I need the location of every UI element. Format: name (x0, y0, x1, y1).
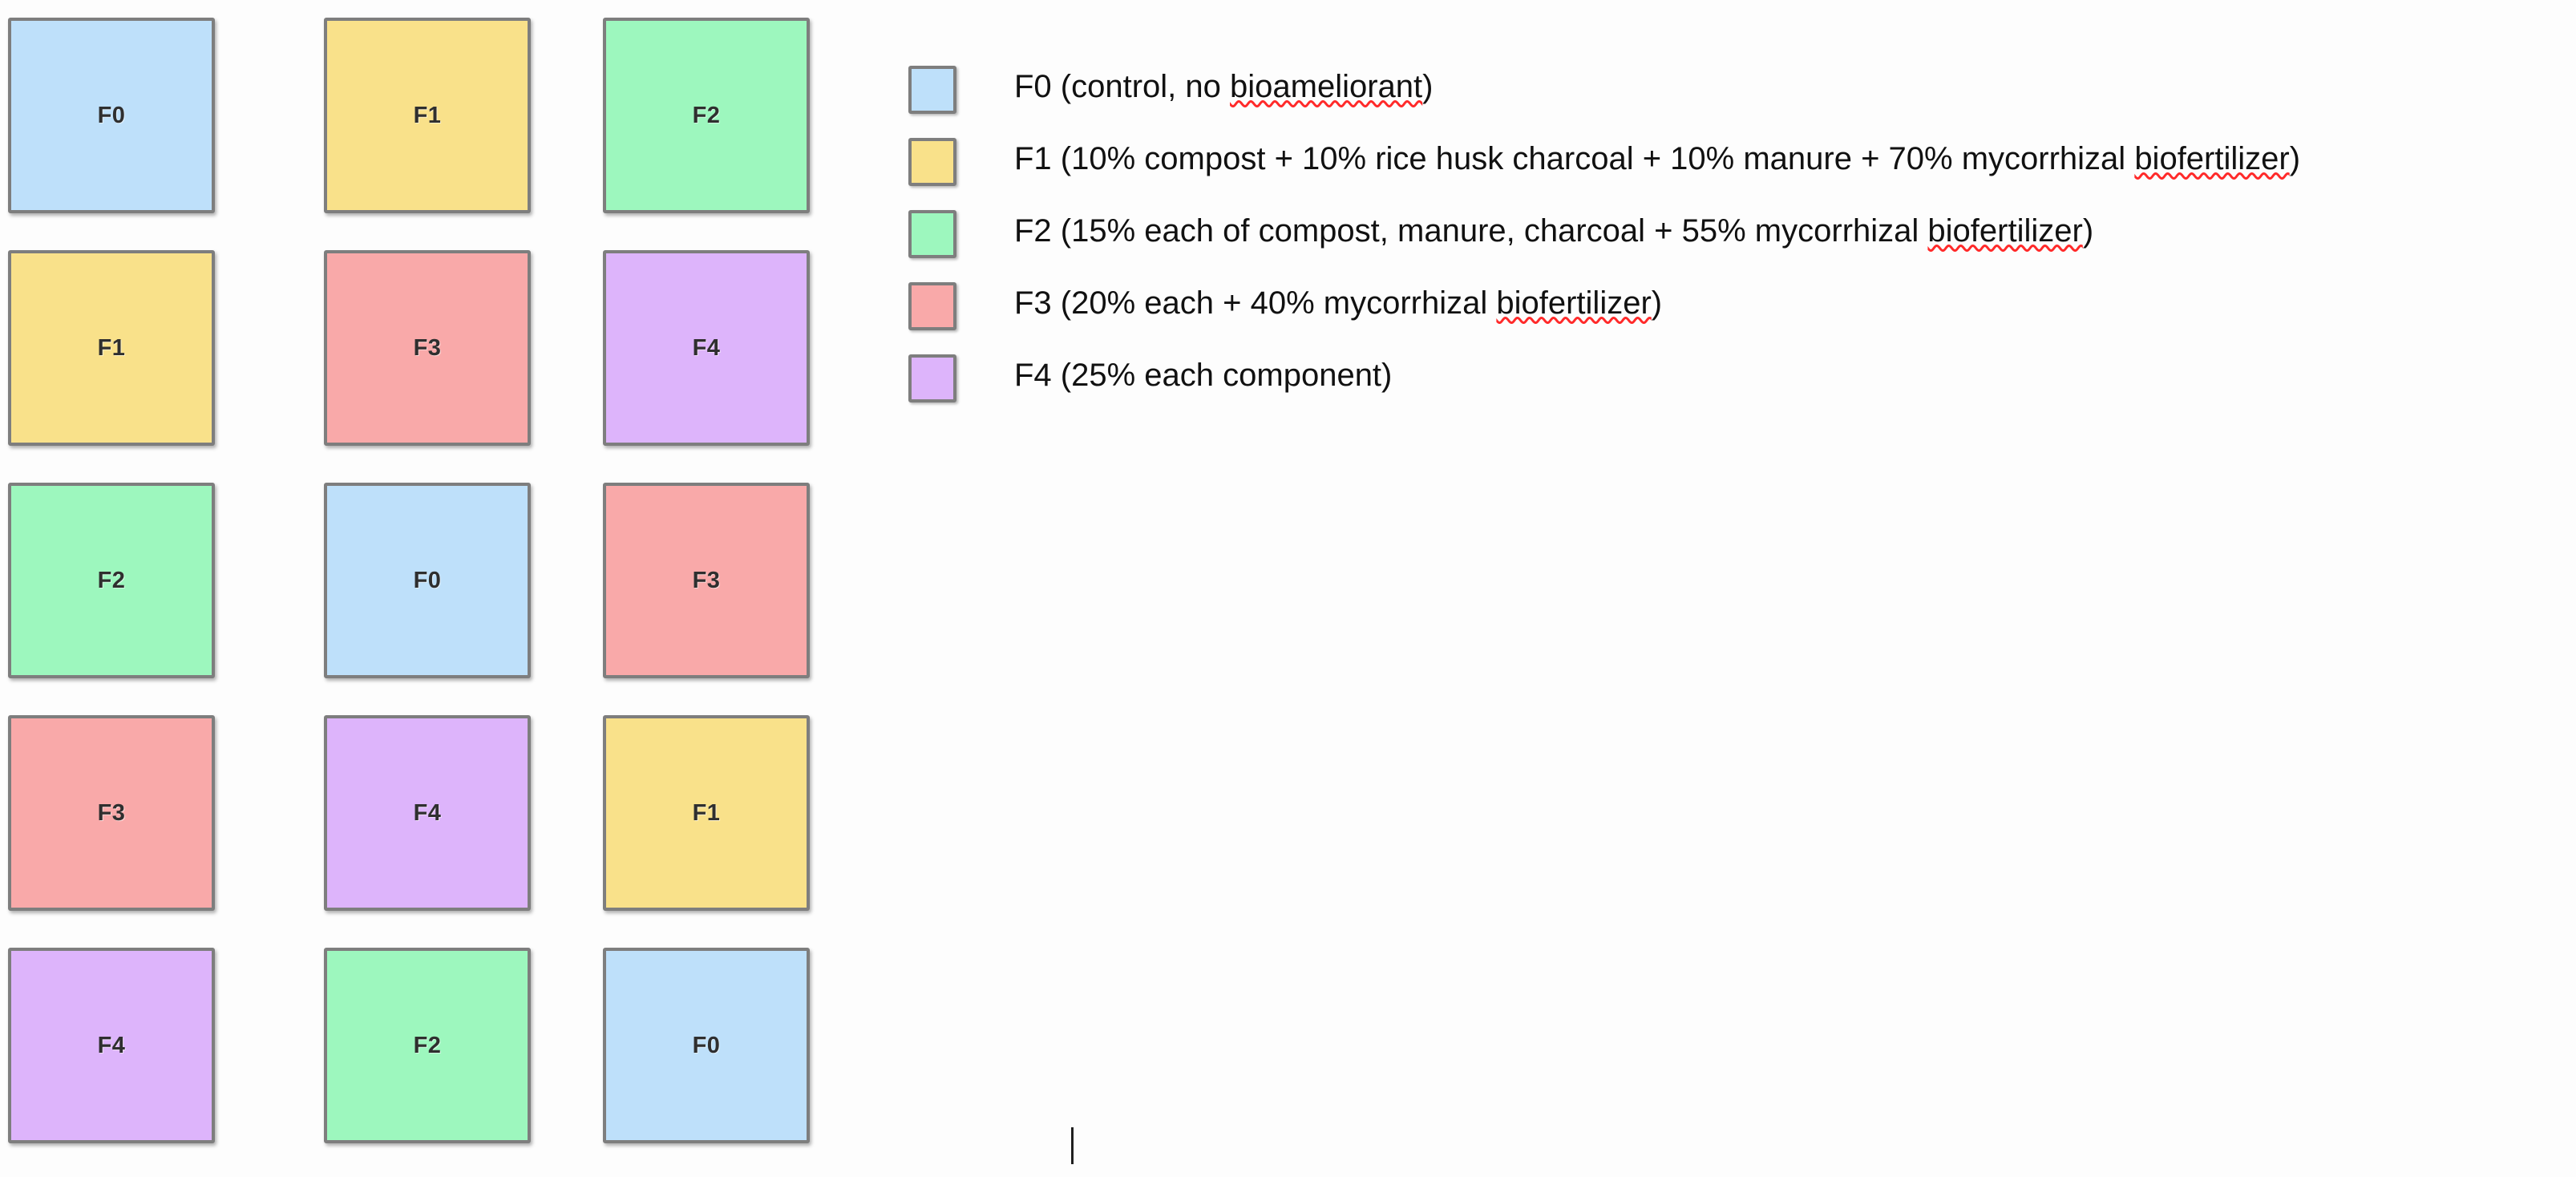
spellcheck-flagged-word[interactable]: biofertilizer (1496, 285, 1652, 321)
legend-label-f4: F4 (25% each component) (1014, 351, 1392, 399)
legend-label-f3: F3 (20% each + 40% mycorrhizal biofertil… (1014, 279, 1662, 327)
plot-cell-f2-r1c3: F2 (603, 18, 810, 213)
plot-cell-label: F0 (692, 1032, 721, 1058)
plot-cell-f2-r5c2: F2 (324, 948, 531, 1143)
plot-cell-label: F3 (413, 334, 442, 361)
plot-cell-label: F4 (692, 334, 721, 361)
plot-cell-f0-r5c3: F0 (603, 948, 810, 1143)
spellcheck-flagged-word[interactable]: biofertilizer (2134, 141, 2290, 176)
plot-cell-f1-r2c1: F1 (8, 250, 215, 446)
legend-label-f0: F0 (control, no bioameliorant) (1014, 63, 1433, 111)
legend-text-segment: F3 (20% each + 40% mycorrhizal (1014, 285, 1497, 321)
legend-text-segment: F4 (25% each component) (1014, 358, 1393, 393)
spellcheck-flagged-word[interactable]: bioameliorant (1230, 69, 1423, 104)
legend-text-segment: ) (2082, 213, 2094, 249)
plot-cell-f2-r3c1: F2 (8, 483, 215, 678)
legend-text-segment: ) (2289, 141, 2301, 176)
legend-swatch-f2 (908, 210, 956, 258)
legend-text-segment: ) (1651, 285, 1663, 321)
legend-row-f0: F0 (control, no bioameliorant) (908, 56, 2512, 128)
legend-row-f4: F4 (25% each component) (908, 345, 2512, 417)
legend-row-f1: F1 (10% compost + 10% rice husk charcoal… (908, 128, 2512, 200)
legend-row-f2: F2 (15% each of compost, manure, charcoa… (908, 200, 2512, 273)
legend-row-f3: F3 (20% each + 40% mycorrhizal biofertil… (908, 273, 2512, 345)
legend-text-segment: F1 (10% compost + 10% rice husk charcoal… (1014, 141, 2135, 176)
legend-swatch-f1 (908, 138, 956, 186)
plot-cell-label: F3 (692, 567, 721, 593)
legend-text-segment: F2 (15% each of compost, manure, charcoa… (1014, 213, 1928, 249)
plot-cell-f3-r3c3: F3 (603, 483, 810, 678)
plot-cell-f4-r2c3: F4 (603, 250, 810, 446)
legend-label-f1: F1 (10% compost + 10% rice husk charcoal… (1014, 135, 2300, 183)
plot-cell-f4-r4c2: F4 (324, 715, 531, 911)
legend-text-segment: F0 (control, no (1014, 69, 1231, 104)
plot-cell-f1-r1c2: F1 (324, 18, 531, 213)
plot-cell-label: F4 (97, 1032, 126, 1058)
plot-cell-label: F2 (97, 567, 126, 593)
plot-cell-f4-r5c1: F4 (8, 948, 215, 1143)
plot-cell-f3-r4c1: F3 (8, 715, 215, 911)
plot-cell-label: F2 (413, 1032, 442, 1058)
legend-label-f2: F2 (15% each of compost, manure, charcoa… (1014, 207, 2093, 255)
legend-swatch-f0 (908, 66, 956, 114)
plot-cell-label: F3 (97, 799, 126, 826)
plot-cell-label: F0 (413, 567, 442, 593)
plot-cell-label: F0 (97, 102, 126, 128)
plot-cell-label: F4 (413, 799, 442, 826)
plot-cell-label: F1 (692, 799, 721, 826)
legend-swatch-f3 (908, 282, 956, 330)
plot-cell-f0-r3c2: F0 (324, 483, 531, 678)
plot-cell-f1-r4c3: F1 (603, 715, 810, 911)
text-caret (1071, 1127, 1074, 1164)
legend-text-segment: ) (1422, 69, 1434, 104)
spellcheck-flagged-word[interactable]: biofertilizer (1927, 213, 2083, 249)
legend-swatch-f4 (908, 354, 956, 402)
legend: F0 (control, no bioameliorant) F1 (10% co… (908, 56, 2512, 417)
plot-cell-f0-r1c1: F0 (8, 18, 215, 213)
plot-cell-label: F1 (97, 334, 126, 361)
plot-cell-label: F2 (692, 102, 721, 128)
plot-cell-label: F1 (413, 102, 442, 128)
plot-cell-f3-r2c2: F3 (324, 250, 531, 446)
